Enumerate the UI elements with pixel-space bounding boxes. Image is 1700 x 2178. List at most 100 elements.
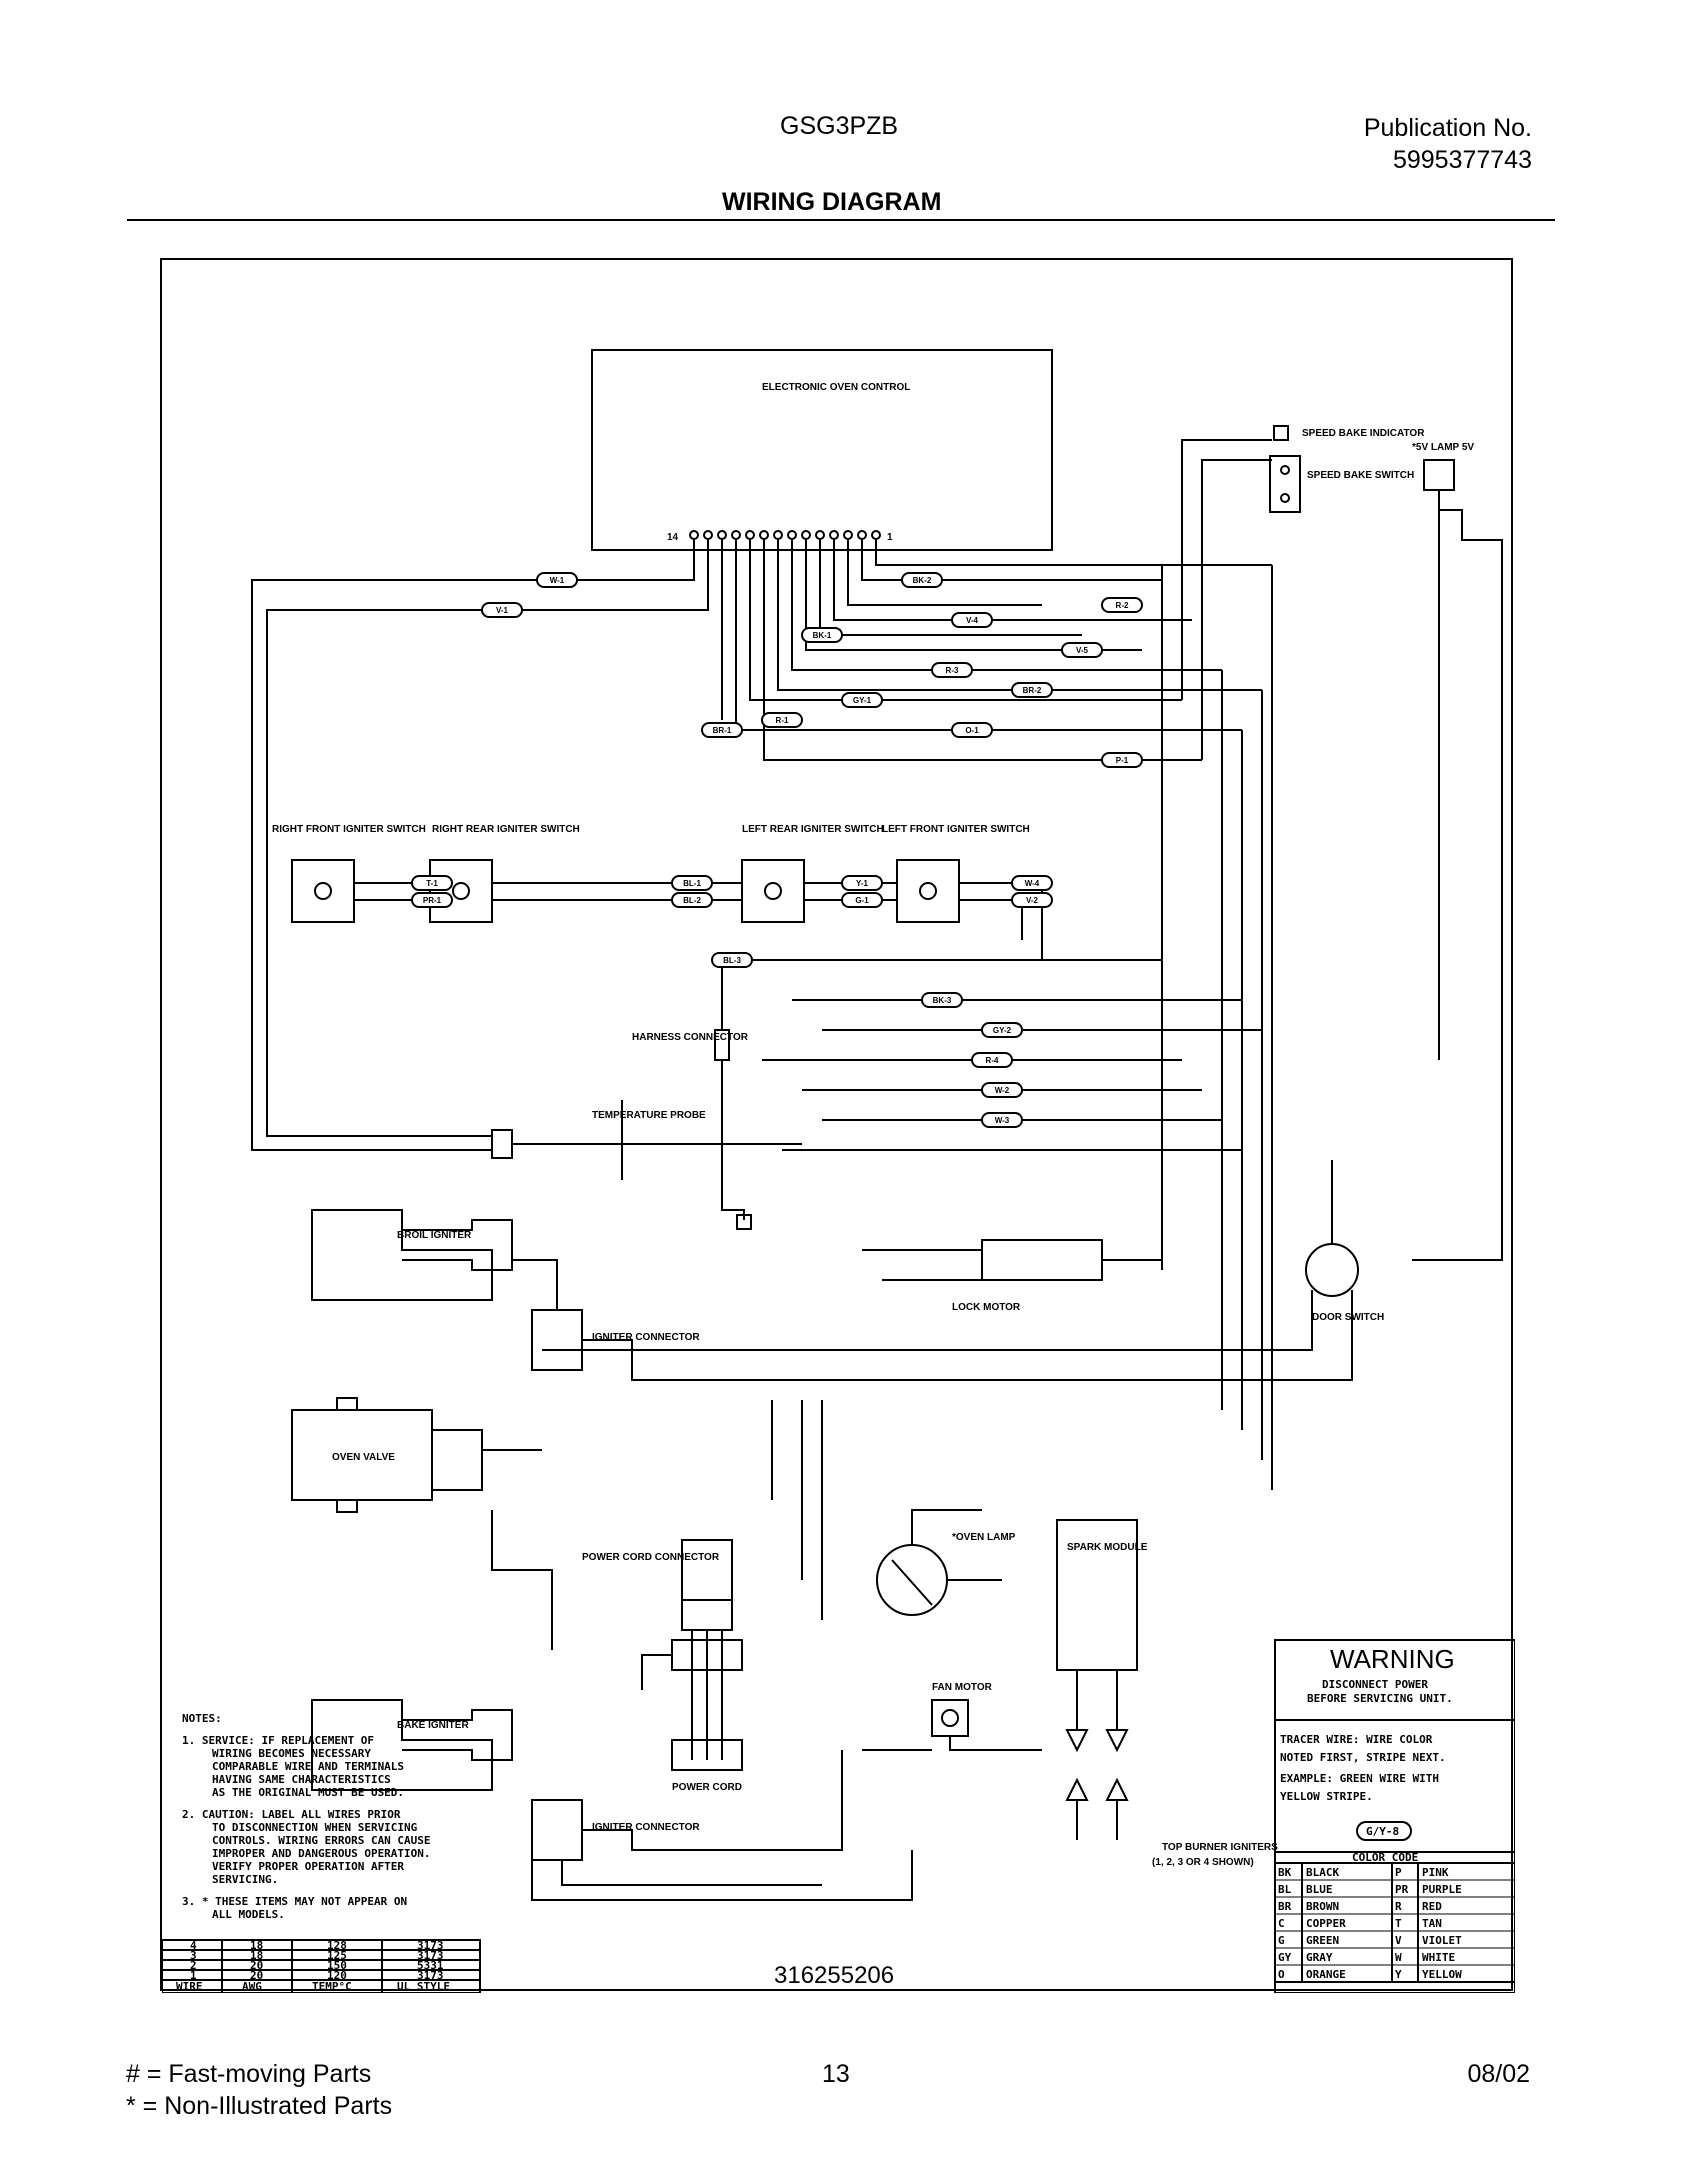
- color-code-cell: GY: [1278, 1951, 1292, 1964]
- wt-h3: UL STYLE: [397, 1980, 450, 1993]
- note-2f: SERVICING.: [212, 1873, 278, 1886]
- wire-tag-shape: [951, 612, 993, 628]
- wire-tag-shape: [411, 892, 453, 908]
- wire-tag: V-1: [496, 606, 509, 615]
- warning-heading: WARNING: [1330, 1644, 1455, 1674]
- wire-tag-shape: [761, 712, 803, 728]
- wire-tag: GY-1: [853, 696, 872, 705]
- wire-tag-shape: [971, 1052, 1013, 1068]
- wire-tag: G-1: [855, 896, 869, 905]
- wire-tag: R-3: [946, 666, 959, 675]
- note-3a: 3. * THESE ITEMS MAY NOT APPEAR ON: [182, 1895, 407, 1908]
- note-2c: CONTROLS. WIRING ERRORS CAN CAUSE: [212, 1834, 431, 1847]
- component-labels: ELECTRONIC OVEN CONTROL 14 1 SPEED BAKE …: [272, 382, 1474, 1868]
- wt-r1-c3: 3173: [417, 1949, 444, 1962]
- wire-table: [162, 1939, 481, 1993]
- speed-bake-indicator-label: SPEED BAKE INDICATOR: [1302, 428, 1425, 439]
- wt-r3-c3: 3173: [417, 1969, 444, 1982]
- color-code-cell: TAN: [1422, 1917, 1442, 1930]
- note-2a: 2. CAUTION: LABEL ALL WIRES PRIOR: [182, 1808, 401, 1821]
- left-rear-label: LEFT REAR IGNITER SWITCH: [742, 824, 884, 835]
- color-code-cell: Y: [1395, 1968, 1402, 1981]
- color-code-frame: [1274, 1862, 1515, 1983]
- color-code-cell: GREEN: [1306, 1934, 1339, 1947]
- wire-tag-shape: [1011, 892, 1053, 908]
- tracer-line-2: NOTED FIRST, STRIPE NEXT.: [1280, 1751, 1446, 1764]
- color-code-cell: C: [1278, 1917, 1285, 1930]
- color-code-title: COLOR CODE: [1352, 1851, 1418, 1864]
- wiring-diagram-svg: ELECTRONIC OVEN CONTROL 14 1 SPEED BAKE …: [162, 349, 1515, 1993]
- color-code-cell: BLUE: [1306, 1883, 1333, 1896]
- right-rear-label: RIGHT REAR IGNITER SWITCH: [432, 824, 580, 835]
- wire-tag: Y-1: [856, 879, 869, 888]
- wt-r2-c0: 2: [190, 1959, 197, 1972]
- wire-tag: W-3: [995, 1116, 1010, 1125]
- wt-h1: AWG: [242, 1980, 262, 1993]
- pin-first-label: 14: [667, 532, 679, 543]
- publication-number: Publication No. 5995377743: [1364, 112, 1532, 176]
- wire-tag-shape: [481, 602, 523, 618]
- wt-r1-c0: 3: [190, 1949, 197, 1962]
- pin-last-label: 1: [887, 532, 893, 543]
- wt-r1-c1: 18: [250, 1949, 263, 1962]
- left-front-label: LEFT FRONT IGNITER SWITCH: [882, 824, 1030, 835]
- notes-heading: NOTES:: [182, 1712, 222, 1725]
- publication-value: 5995377743: [1392, 146, 1532, 174]
- wire-tag: GY-2: [993, 1026, 1012, 1035]
- wt-r0-c1: 18: [250, 1939, 263, 1952]
- tracer-line-1: TRACER WIRE: WIRE COLOR: [1280, 1733, 1433, 1746]
- left-rear-igniter-switch: [741, 859, 805, 923]
- tracer-line-4: YELLOW STRIPE.: [1280, 1790, 1373, 1803]
- note-1b: WIRING BECOMES NECESSARY: [212, 1747, 371, 1760]
- wire-table-text: 4 18 128 3173 3 18 125 3173 2 20 150 533…: [176, 1939, 450, 1993]
- wire-tag: PR-1: [423, 896, 442, 905]
- wt-r2-c1: 20: [250, 1959, 263, 1972]
- example-tag-shape: [1356, 1821, 1412, 1841]
- color-code-cell: V: [1395, 1934, 1402, 1947]
- wire-tag-shape: [701, 722, 743, 738]
- note-3b: ALL MODELS.: [212, 1908, 285, 1921]
- wt-r1-c2: 125: [327, 1949, 347, 1962]
- color-code-cell: BR: [1278, 1900, 1292, 1913]
- wt-r2-c2: 150: [327, 1959, 347, 1972]
- wt-r0-c3: 3173: [417, 1939, 444, 1952]
- legend-non-illustrated: * = Non-Illustrated Parts: [126, 2092, 393, 2120]
- warning-text: WARNING DISCONNECT POWER BEFORE SERVICIN…: [1280, 1644, 1455, 1864]
- color-code-cell: T: [1395, 1917, 1402, 1930]
- wire-tag: BL-3: [723, 956, 741, 965]
- top-burner-label: TOP BURNER IGNITERS: [1162, 1842, 1278, 1853]
- warning-line-1: DISCONNECT POWER: [1322, 1678, 1428, 1691]
- wire-tag: R-2: [1116, 601, 1129, 610]
- fan-motor-label: FAN MOTOR: [932, 1682, 993, 1693]
- wire-tag: W-2: [995, 1086, 1010, 1095]
- wire-tag-shape: [841, 875, 883, 891]
- bake-igniter: [311, 1699, 493, 1791]
- oven-valve: [291, 1409, 433, 1501]
- right-front-igniter-switch: [291, 859, 355, 923]
- wt-r0-c0: 4: [190, 1939, 197, 1952]
- color-code-cell: GRAY: [1306, 1951, 1333, 1964]
- oven-lamp-label: *OVEN LAMP: [952, 1532, 1016, 1543]
- color-code-cell: W: [1395, 1951, 1402, 1964]
- model-number: GSG3PZB: [780, 112, 899, 140]
- color-code-cell: RED: [1422, 1900, 1442, 1913]
- temperature-probe-connector: [491, 1129, 513, 1159]
- wire-tag-shape: [411, 875, 453, 891]
- color-code-cell: G: [1278, 1934, 1285, 1947]
- wire-tag: P-1: [1116, 756, 1129, 765]
- wiring-diagram: ELECTRONIC OVEN CONTROL 14 1 SPEED BAKE …: [160, 258, 1515, 1993]
- wire-tag: BR-1: [713, 726, 732, 735]
- right-front-label: RIGHT FRONT IGNITER SWITCH: [272, 824, 426, 835]
- wire-tag: R-4: [986, 1056, 999, 1065]
- door-switch-label: DOOR SWITCH: [1312, 1312, 1384, 1323]
- wire-tag-shape: [841, 692, 883, 708]
- wire-tag-shape: [536, 572, 578, 588]
- top-burner-sub-label: (1, 2, 3 OR 4 SHOWN): [1152, 1857, 1254, 1868]
- wire-tag: T-1: [426, 879, 438, 888]
- speed-bake-switch-label: SPEED BAKE SWITCH: [1307, 470, 1414, 481]
- color-code-cell: COPPER: [1306, 1917, 1346, 1930]
- wt-h0: WIRE: [176, 1980, 203, 1993]
- left-front-igniter-switch: [896, 859, 960, 923]
- color-code-cell: O: [1278, 1968, 1285, 1981]
- bake-igniter-label: BAKE IGNITER: [397, 1720, 469, 1731]
